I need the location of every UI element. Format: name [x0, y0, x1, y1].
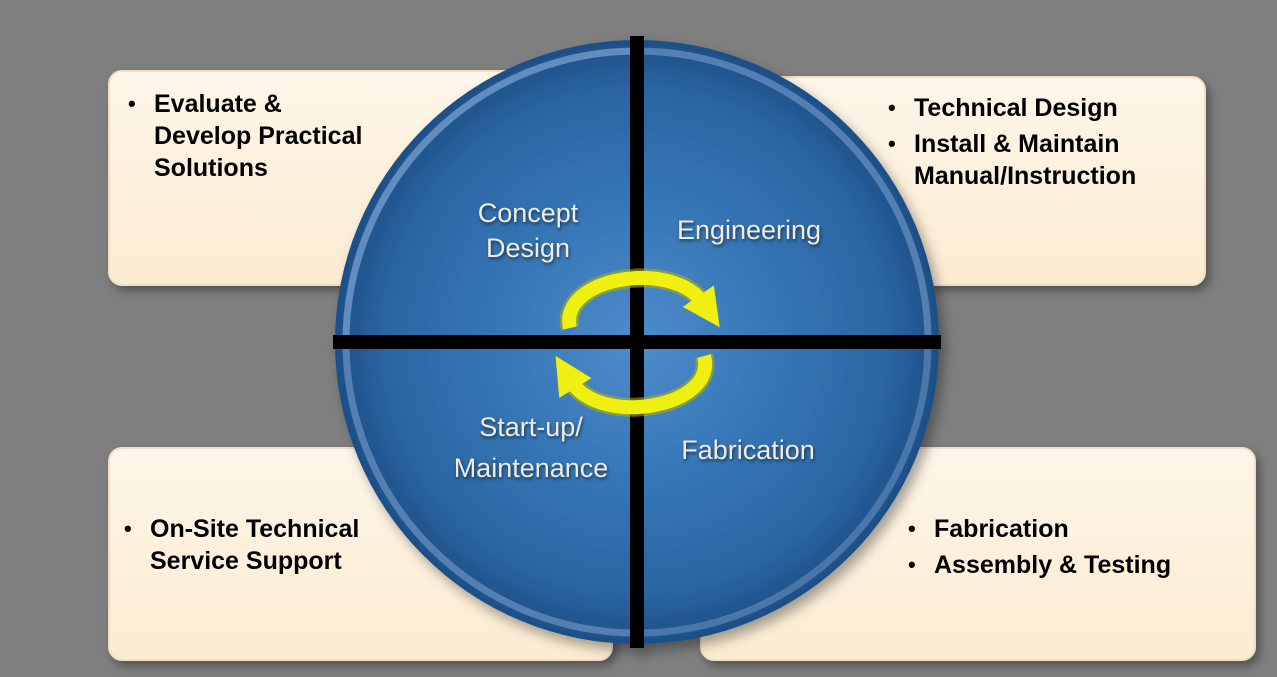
bullet-line: Develop Practical [154, 122, 363, 150]
bullet-item: • Evaluate & Develop Practical Solutions [128, 88, 593, 184]
bullet-line: Solutions [154, 154, 268, 182]
horizontal-divider [333, 335, 941, 349]
bullet-line: On-Site Technical [150, 515, 360, 543]
rim-highlight [342, 47, 638, 343]
bullet-line: Technical Design [914, 94, 1118, 122]
bullet-line: Assembly & Testing [934, 551, 1172, 579]
rim-highlight [636, 341, 932, 637]
bullet-item: • Fabrication [908, 513, 1240, 545]
bullet-line: Fabrication [934, 515, 1069, 543]
rotation-arrows [555, 268, 720, 417]
label-concept-design: Design [486, 233, 570, 263]
bullet-marker: • [908, 552, 916, 577]
bullet-line: Manual/Instruction [914, 162, 1137, 190]
quadrant-fabrication [637, 342, 939, 644]
bullet-item: • Technical Design [888, 92, 1190, 124]
bullet-item: • Assembly & Testing [908, 549, 1240, 581]
label-fabrication: Fabrication [681, 435, 815, 465]
label-startup-maintenance: Maintenance [454, 453, 609, 483]
bullet-marker: • [124, 516, 132, 541]
callout-content: • Technical Design • Install & Maintain … [888, 92, 1190, 192]
label-startup-maintenance: Start-up/ [479, 412, 583, 442]
label-concept-design: Concept [478, 198, 579, 228]
callout-content: • On-Site Technical Service Support [124, 513, 593, 577]
bullet-marker: • [888, 95, 896, 120]
bullet-line: Service Support [150, 547, 342, 575]
bullet-line: Install & Maintain [914, 130, 1120, 158]
bullet-line: Evaluate & [154, 90, 282, 118]
rotation-arrow-bottom [555, 354, 713, 415]
callout-content: • Evaluate & Develop Practical Solutions [128, 88, 593, 184]
label-engineering: Engineering [677, 215, 821, 245]
callout-content: • Fabrication • Assembly & Testing [908, 513, 1240, 581]
quadrant-engineering [637, 40, 939, 342]
rim-highlight [342, 341, 638, 637]
bullet-marker: • [128, 91, 136, 116]
bullet-marker: • [888, 131, 896, 156]
bullet-marker: • [908, 516, 916, 541]
bullet-item: • On-Site Technical Service Support [124, 513, 593, 577]
quadrant-concept-design [335, 40, 637, 342]
rotation-arrow-top [562, 270, 720, 330]
rim-highlight [636, 47, 932, 343]
bullet-item: • Install & Maintain Manual/Instruction [888, 128, 1190, 192]
quadrant-startup-maintenance [335, 342, 637, 644]
